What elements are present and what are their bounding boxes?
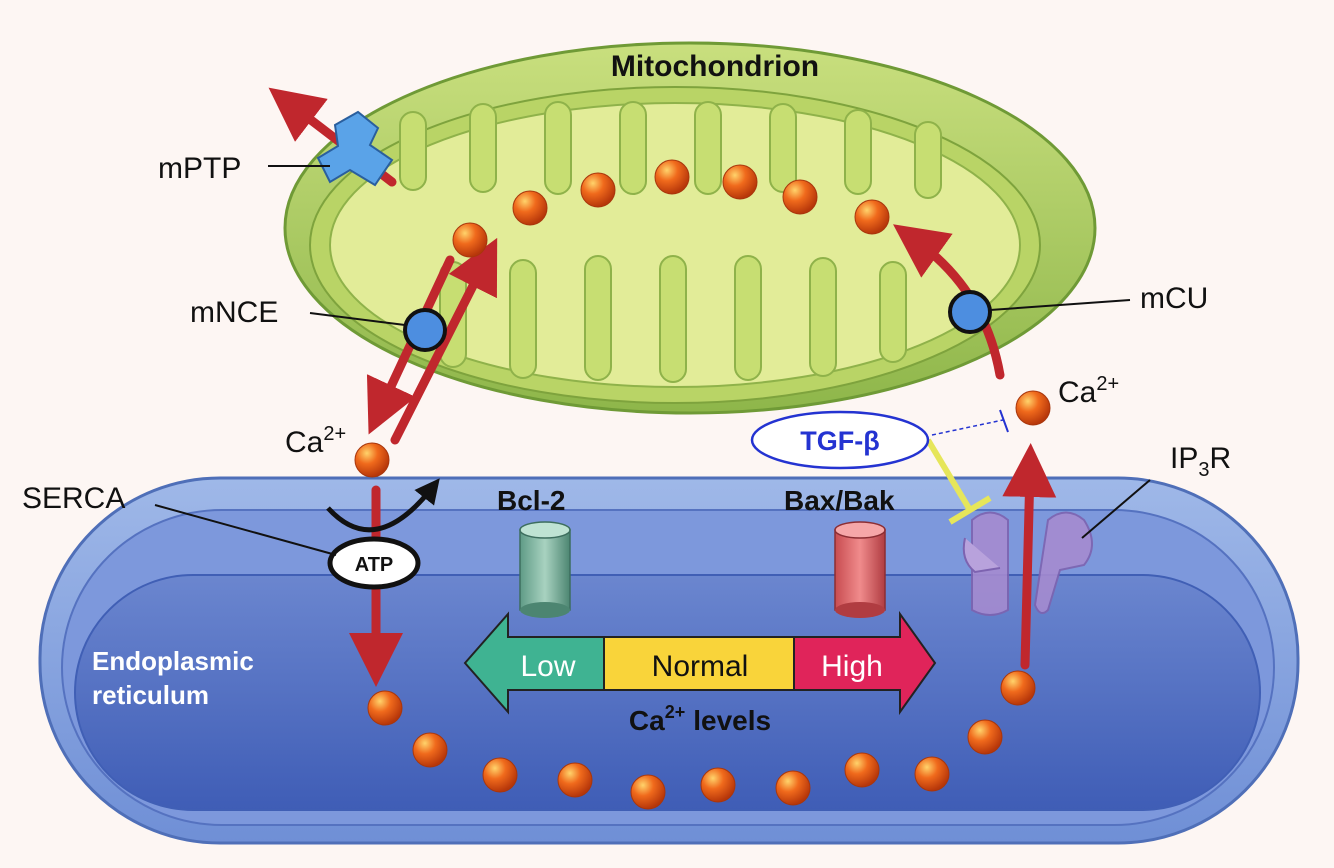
ca-levels-scale: Low Normal High Ca2+levels xyxy=(463,610,937,736)
mcu-transporter-icon xyxy=(948,290,992,334)
mitochondrion xyxy=(283,41,1097,415)
baxbak-cylinder-icon xyxy=(834,521,886,618)
ca-ion-label-right: Ca2+ xyxy=(1058,373,1119,409)
tgf-inhibit-ca-line xyxy=(931,419,1004,436)
ip3r-release-arrow xyxy=(1002,443,1057,670)
calcium-ion-icon xyxy=(354,442,390,478)
calcium-ion-icon xyxy=(854,199,890,235)
tgf-inhibit-ip3r-line xyxy=(925,438,973,512)
atp-label: ATP xyxy=(355,554,394,576)
ip3r-label: IP3R xyxy=(1170,442,1231,481)
calcium-ion-icon xyxy=(654,159,690,195)
mcu-label: mCU xyxy=(1140,282,1208,315)
bcl2-label: Bcl-2 xyxy=(497,485,565,516)
calcium-ion-icon xyxy=(967,719,1003,755)
serca-label: SERCA xyxy=(22,482,125,515)
calcium-ion-icon xyxy=(914,756,950,792)
scale-low-label: Low xyxy=(520,650,575,683)
ca-ion-label-left: Ca2+ xyxy=(285,423,346,459)
calcium-ion-icon xyxy=(1000,670,1036,706)
calcium-ion-icon xyxy=(452,222,488,258)
ca-levels-caption: Ca2+levels xyxy=(629,702,771,736)
mptp-label: mPTP xyxy=(158,152,241,185)
mptp-pore-icon xyxy=(316,110,394,187)
calcium-ion-icon xyxy=(367,690,403,726)
calcium-ion-icon xyxy=(782,179,818,215)
calcium-ion-icon xyxy=(630,774,666,810)
tgf-inhibition: TGF-β xyxy=(750,409,1009,525)
ip3r-channel-icon xyxy=(962,511,1093,616)
cristae-top xyxy=(399,101,942,199)
calcium-ion-icon xyxy=(775,770,811,806)
calcium-ions xyxy=(354,159,1051,810)
scale-high-segment xyxy=(793,610,937,716)
calcium-ion-icon xyxy=(700,767,736,803)
mcu-leader-line xyxy=(989,299,1131,311)
calcium-ion-icon xyxy=(412,732,448,768)
cristae-bottom xyxy=(439,255,907,383)
er-label-line1: Endoplasmic xyxy=(92,646,254,676)
mnce-transporter-icon xyxy=(403,308,447,352)
calcium-ion-icon xyxy=(1015,390,1051,426)
er-label-line2: reticulum xyxy=(92,680,209,710)
calcium-ion-icon xyxy=(722,164,758,200)
serca-atp-arrow xyxy=(326,478,440,533)
mnce-leader-line xyxy=(309,312,406,326)
ip3r-leader-line xyxy=(1081,479,1151,539)
tgf-beta-label: TGF-β xyxy=(800,426,879,456)
scale-normal-segment xyxy=(603,636,795,691)
calcium-ion-icon xyxy=(580,172,616,208)
mnce-label: mNCE xyxy=(190,296,278,329)
baxbak-label: Bax/Bak xyxy=(784,485,895,516)
mitochondrion-label: Mitochondrion xyxy=(611,50,819,83)
bcl2-cylinder-icon xyxy=(519,521,571,618)
scale-normal-label: Normal xyxy=(652,650,749,683)
calcium-ion-icon xyxy=(557,762,593,798)
atp-serca-pump: ATP xyxy=(327,536,421,590)
calcium-ion-icon xyxy=(512,190,548,226)
scale-high-label: High xyxy=(821,650,883,683)
mnce-influx-arrow xyxy=(390,237,498,445)
serca-leader-line xyxy=(154,504,337,556)
calcium-ion-icon xyxy=(844,752,880,788)
calcium-ion-icon xyxy=(482,757,518,793)
